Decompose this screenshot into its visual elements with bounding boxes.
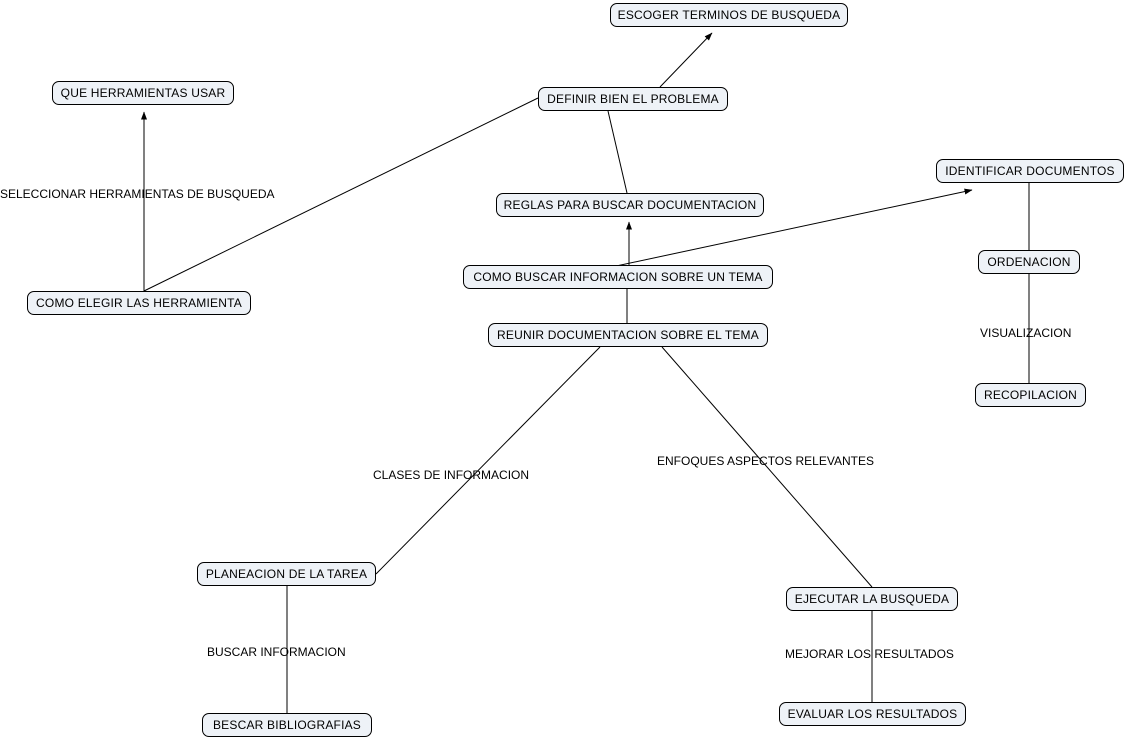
edges-group bbox=[141, 32, 1030, 713]
edge-label-lbl-enfoques: ENFOQUES ASPECTOS RELEVANTES bbox=[657, 454, 874, 468]
edge-comoelegir-to-definir bbox=[143, 97, 539, 292]
edge-reunir-to-ejecutar bbox=[661, 346, 873, 588]
edge-planeacion-to-reunir bbox=[375, 346, 601, 575]
edge-comobuscar-to-identificar bbox=[559, 188, 973, 279]
node-comobuscar[interactable]: COMO BUSCAR INFORMACION SOBRE UN TEMA bbox=[463, 265, 773, 289]
edge-label-lbl-seleccionar: SELECCIONAR HERRAMIENTAS DE BUSQUEDA bbox=[0, 187, 275, 201]
node-bescar[interactable]: BESCAR BIBLIOGRAFIAS bbox=[202, 713, 372, 737]
node-evaluar[interactable]: EVALUAR LOS RESULTADOS bbox=[779, 702, 966, 726]
edge-label-lbl-buscar: BUSCAR INFORMACION bbox=[207, 645, 346, 659]
node-escoger[interactable]: ESCOGER TERMINOS DE BUSQUEDA bbox=[610, 3, 848, 27]
edge-label-lbl-visualizacion: VISUALIZACION bbox=[980, 326, 1072, 340]
node-reunir[interactable]: REUNIR DOCUMENTACION SOBRE EL TEMA bbox=[488, 323, 768, 347]
node-planeacion[interactable]: PLANEACION DE LA TAREA bbox=[197, 562, 376, 586]
node-queherr[interactable]: QUE HERRAMIENTAS USAR bbox=[52, 81, 234, 105]
edge-definir-to-reglas bbox=[607, 110, 628, 194]
node-recopilacion[interactable]: RECOPILACION bbox=[975, 383, 1086, 407]
edge-label-lbl-mejorar: MEJORAR LOS RESULTADOS bbox=[785, 647, 954, 661]
node-ejecutar[interactable]: EJECUTAR LA BUSQUEDA bbox=[786, 587, 958, 611]
node-identificar[interactable]: IDENTIFICAR DOCUMENTOS bbox=[936, 159, 1124, 183]
node-ordenacion[interactable]: ORDENACION bbox=[978, 250, 1080, 274]
node-definir[interactable]: DEFINIR BIEN EL PROBLEMA bbox=[538, 87, 728, 111]
node-comoelegir[interactable]: COMO ELEGIR LAS HERRAMIENTA bbox=[27, 291, 251, 315]
node-reglas[interactable]: REGLAS PARA BUSCAR DOCUMENTACION bbox=[496, 193, 764, 217]
edge-definir-to-escoger bbox=[659, 32, 713, 88]
edge-label-lbl-clases: CLASES DE INFORMACION bbox=[373, 468, 530, 482]
